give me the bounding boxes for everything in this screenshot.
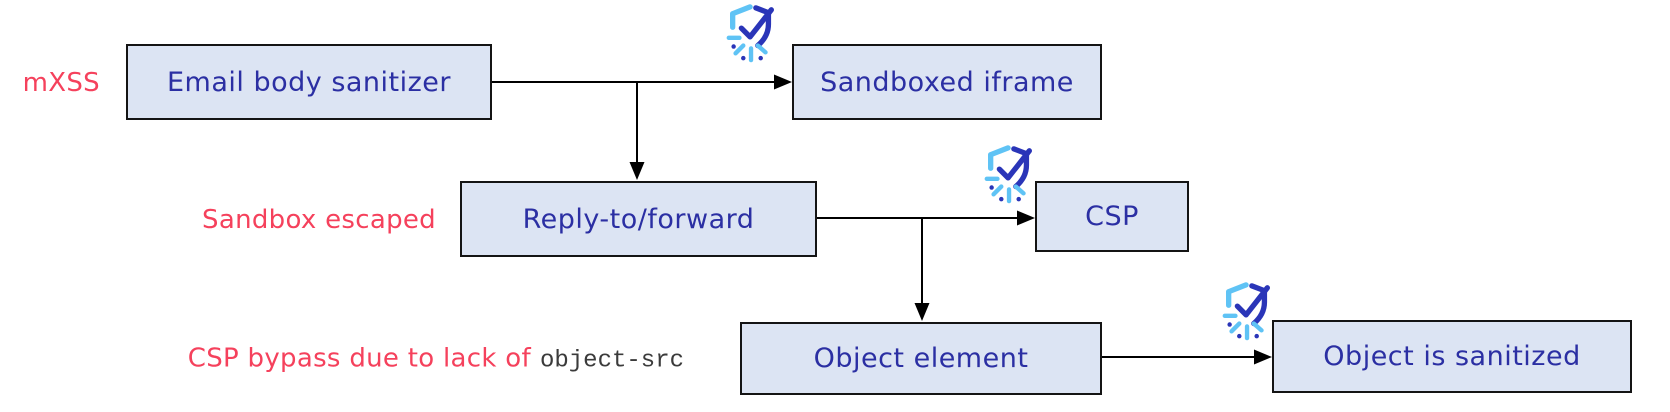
arrow-branch-to-object: [914, 218, 930, 321]
node-label: Object is sanitized: [1323, 341, 1581, 372]
node-label: Object element: [813, 343, 1029, 374]
arrow-object-to-sanitized: [1102, 349, 1272, 365]
node-label: CSP: [1085, 201, 1139, 232]
annotation-label: CSP bypass due to lack of: [187, 343, 531, 374]
node-label: Sandboxed iframe: [820, 66, 1074, 98]
node-csp: CSP: [1035, 181, 1189, 252]
node-email-body-sanitizer: Email body sanitizer: [126, 44, 492, 120]
annotation-csp-bypass: CSP bypass due to lack of object-src: [188, 344, 684, 375]
arrow-reply-to-csp: [817, 210, 1035, 226]
node-object-element: Object element: [740, 322, 1102, 395]
annotation-label: mXSS: [22, 68, 100, 98]
shield-check-burst-icon: [984, 145, 1032, 204]
annotation-label: Sandbox escaped: [202, 205, 436, 235]
annotation-code-object-src: object-src: [539, 347, 684, 375]
shield-check-burst-icon: [726, 4, 774, 63]
annotation-mxss: mXSS: [23, 68, 100, 98]
node-object-is-sanitized: Object is sanitized: [1272, 320, 1632, 393]
node-reply-to-forward: Reply-to/forward: [460, 181, 817, 257]
shield-check-burst-icon: [1222, 282, 1270, 341]
node-label: Reply-to/forward: [522, 203, 755, 235]
node-label: Email body sanitizer: [166, 66, 452, 98]
node-sandboxed-iframe: Sandboxed iframe: [792, 44, 1102, 120]
arrow-branch-to-reply: [629, 82, 645, 180]
arrow-email-to-iframe: [492, 74, 792, 90]
annotation-sandbox-escaped: Sandbox escaped: [202, 205, 436, 235]
